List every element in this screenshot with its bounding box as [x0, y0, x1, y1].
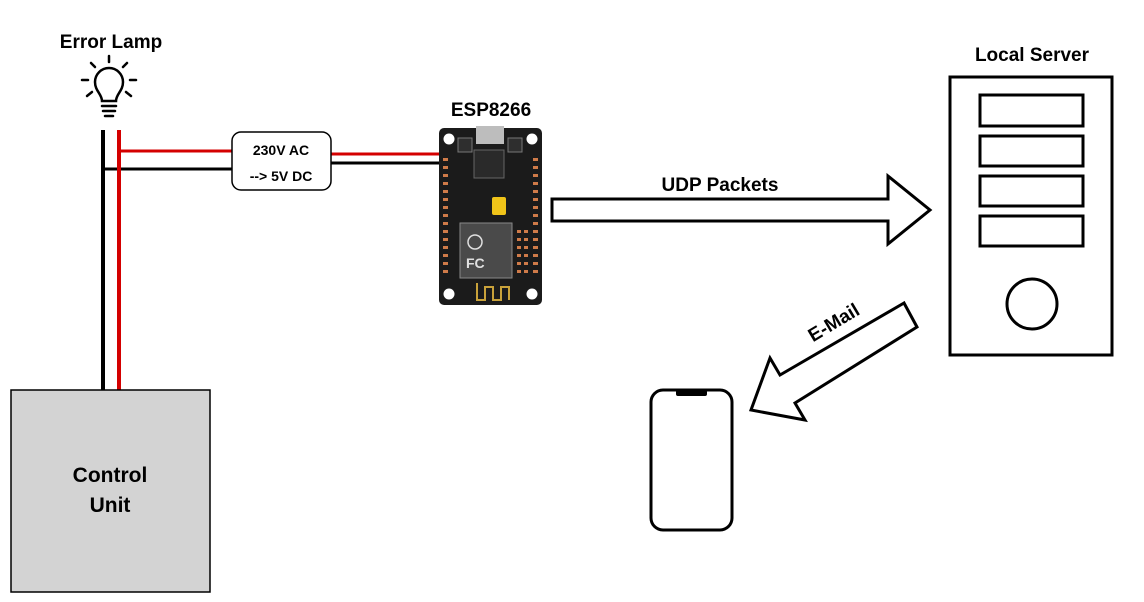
wiring: [101, 130, 442, 390]
control-unit-line1: Control: [73, 464, 148, 487]
server-icon: [948, 75, 1114, 357]
converter-line1: 230V AC: [253, 142, 309, 158]
control-unit: Control Unit: [10, 389, 211, 593]
lamp-label: Error Lamp: [60, 32, 162, 53]
esp8266-board-icon: FC: [439, 126, 542, 305]
power-converter: 230V AC --> 5V DC: [231, 131, 332, 191]
udp-arrow-label: UDP Packets: [662, 175, 779, 196]
module-label: ESP8266: [451, 100, 531, 121]
lightbulb-icon: [80, 54, 138, 118]
email-arrow: [748, 300, 919, 423]
server-label: Local Server: [975, 45, 1090, 66]
udp-arrow: [550, 172, 933, 248]
control-unit-line2: Unit: [90, 494, 131, 517]
svg-text:FC: FC: [466, 255, 485, 271]
smartphone-icon: [649, 388, 734, 532]
converter-line2: --> 5V DC: [250, 168, 313, 184]
